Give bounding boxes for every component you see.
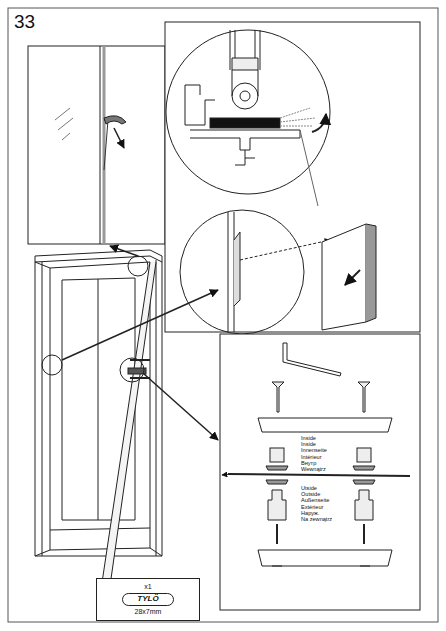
part-text: 28x7mm bbox=[135, 608, 162, 616]
part-text: x1 bbox=[144, 583, 151, 591]
side-label: Na zewnątrz bbox=[300, 517, 333, 523]
side-label: Wewnątrz bbox=[300, 467, 327, 473]
side-label: Intérieur bbox=[300, 455, 323, 461]
part-count-box: x1TYLÖ 28x7mm bbox=[96, 578, 200, 621]
step-number: 33 bbox=[14, 12, 35, 31]
side-label: Наруж. bbox=[300, 511, 320, 517]
side-label: Inside bbox=[300, 442, 317, 448]
side-label: Außenseite bbox=[300, 498, 330, 504]
side-label: Inside bbox=[300, 436, 317, 442]
side-label: Extérieur bbox=[300, 505, 324, 511]
side-label: Внутр bbox=[300, 461, 317, 467]
side-label: Utside bbox=[300, 486, 318, 492]
side-label: Innenseite bbox=[300, 448, 328, 454]
side-label: Outside bbox=[300, 492, 321, 498]
brand-logo: TYLÖ bbox=[122, 593, 173, 606]
